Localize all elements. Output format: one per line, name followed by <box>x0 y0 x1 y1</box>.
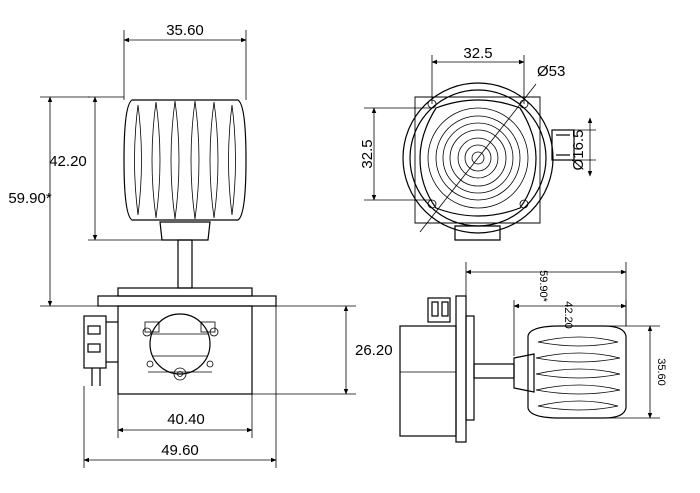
front-dust-cover <box>117 287 253 297</box>
side-view: 59.90* 42.20 35.60 <box>399 262 667 443</box>
dim-top-outer-diameter: Ø53 <box>537 63 565 80</box>
svg-text:59.90*: 59.90* <box>8 190 52 207</box>
dim-front-base-width: 49.60 <box>83 306 277 468</box>
side-connector <box>427 297 451 323</box>
front-knob-collar <box>159 221 211 241</box>
dim-side-handle-height: 42.20 <box>513 300 627 356</box>
dim-side-knob-width: 35.60 <box>604 325 667 419</box>
top-concentric-rings <box>427 107 529 209</box>
dim-front-total-height: 59.90* <box>8 96 98 307</box>
side-knob-ribs <box>535 336 621 411</box>
front-mount-plate <box>97 295 277 307</box>
top-connector <box>551 129 575 161</box>
front-shaft <box>177 239 193 289</box>
side-dust-cover <box>465 315 475 421</box>
top-outer-ring <box>402 82 554 234</box>
svg-text:35.60: 35.60 <box>166 22 204 39</box>
front-potentiometer <box>142 313 219 381</box>
front-connector <box>83 315 118 386</box>
dim-top-hole-h: 32.5 <box>431 45 525 104</box>
svg-text:32.5: 32.5 <box>463 45 492 62</box>
svg-text:32.5: 32.5 <box>359 139 376 168</box>
front-knob-ribs <box>134 100 236 220</box>
top-flange-outline <box>414 96 541 224</box>
side-mount-plate <box>455 295 467 443</box>
side-knob-collar <box>513 353 535 393</box>
side-shaft <box>473 363 515 379</box>
svg-text:42.20: 42.20 <box>562 301 574 329</box>
dim-side-total-height: 59.90* <box>465 262 627 326</box>
side-body <box>399 325 457 437</box>
dim-front-handle-height: 42.20 <box>49 96 162 241</box>
svg-text:49.60: 49.60 <box>161 442 199 459</box>
svg-text:35.60: 35.60 <box>655 358 667 386</box>
front-view: 35.60 42.20 59.90* 26.20 40.40 <box>8 22 393 468</box>
side-knob-outline <box>527 325 627 419</box>
svg-text:26.20: 26.20 <box>355 342 393 359</box>
top-view: 32.5 32.5 Ø53 Ø16.5 <box>359 45 596 241</box>
front-knob-outline <box>123 99 247 221</box>
dim-front-mount-width: 40.40 <box>117 394 253 438</box>
dim-top-hole-v: 32.5 <box>359 107 432 201</box>
dim-front-top-width: 35.60 <box>123 22 247 100</box>
svg-text:59.90*: 59.90* <box>537 270 549 303</box>
svg-text:40.40: 40.40 <box>167 411 205 428</box>
front-body <box>117 305 253 395</box>
top-inner-shape <box>419 99 537 217</box>
dim-top-inner-diameter: Ø16.5 <box>570 117 596 177</box>
svg-text:Ø16.5: Ø16.5 <box>570 130 587 171</box>
svg-text:42.20: 42.20 <box>49 153 87 170</box>
top-bottom-tab <box>454 225 501 241</box>
dim-front-base-height: 26.20 <box>252 305 393 395</box>
